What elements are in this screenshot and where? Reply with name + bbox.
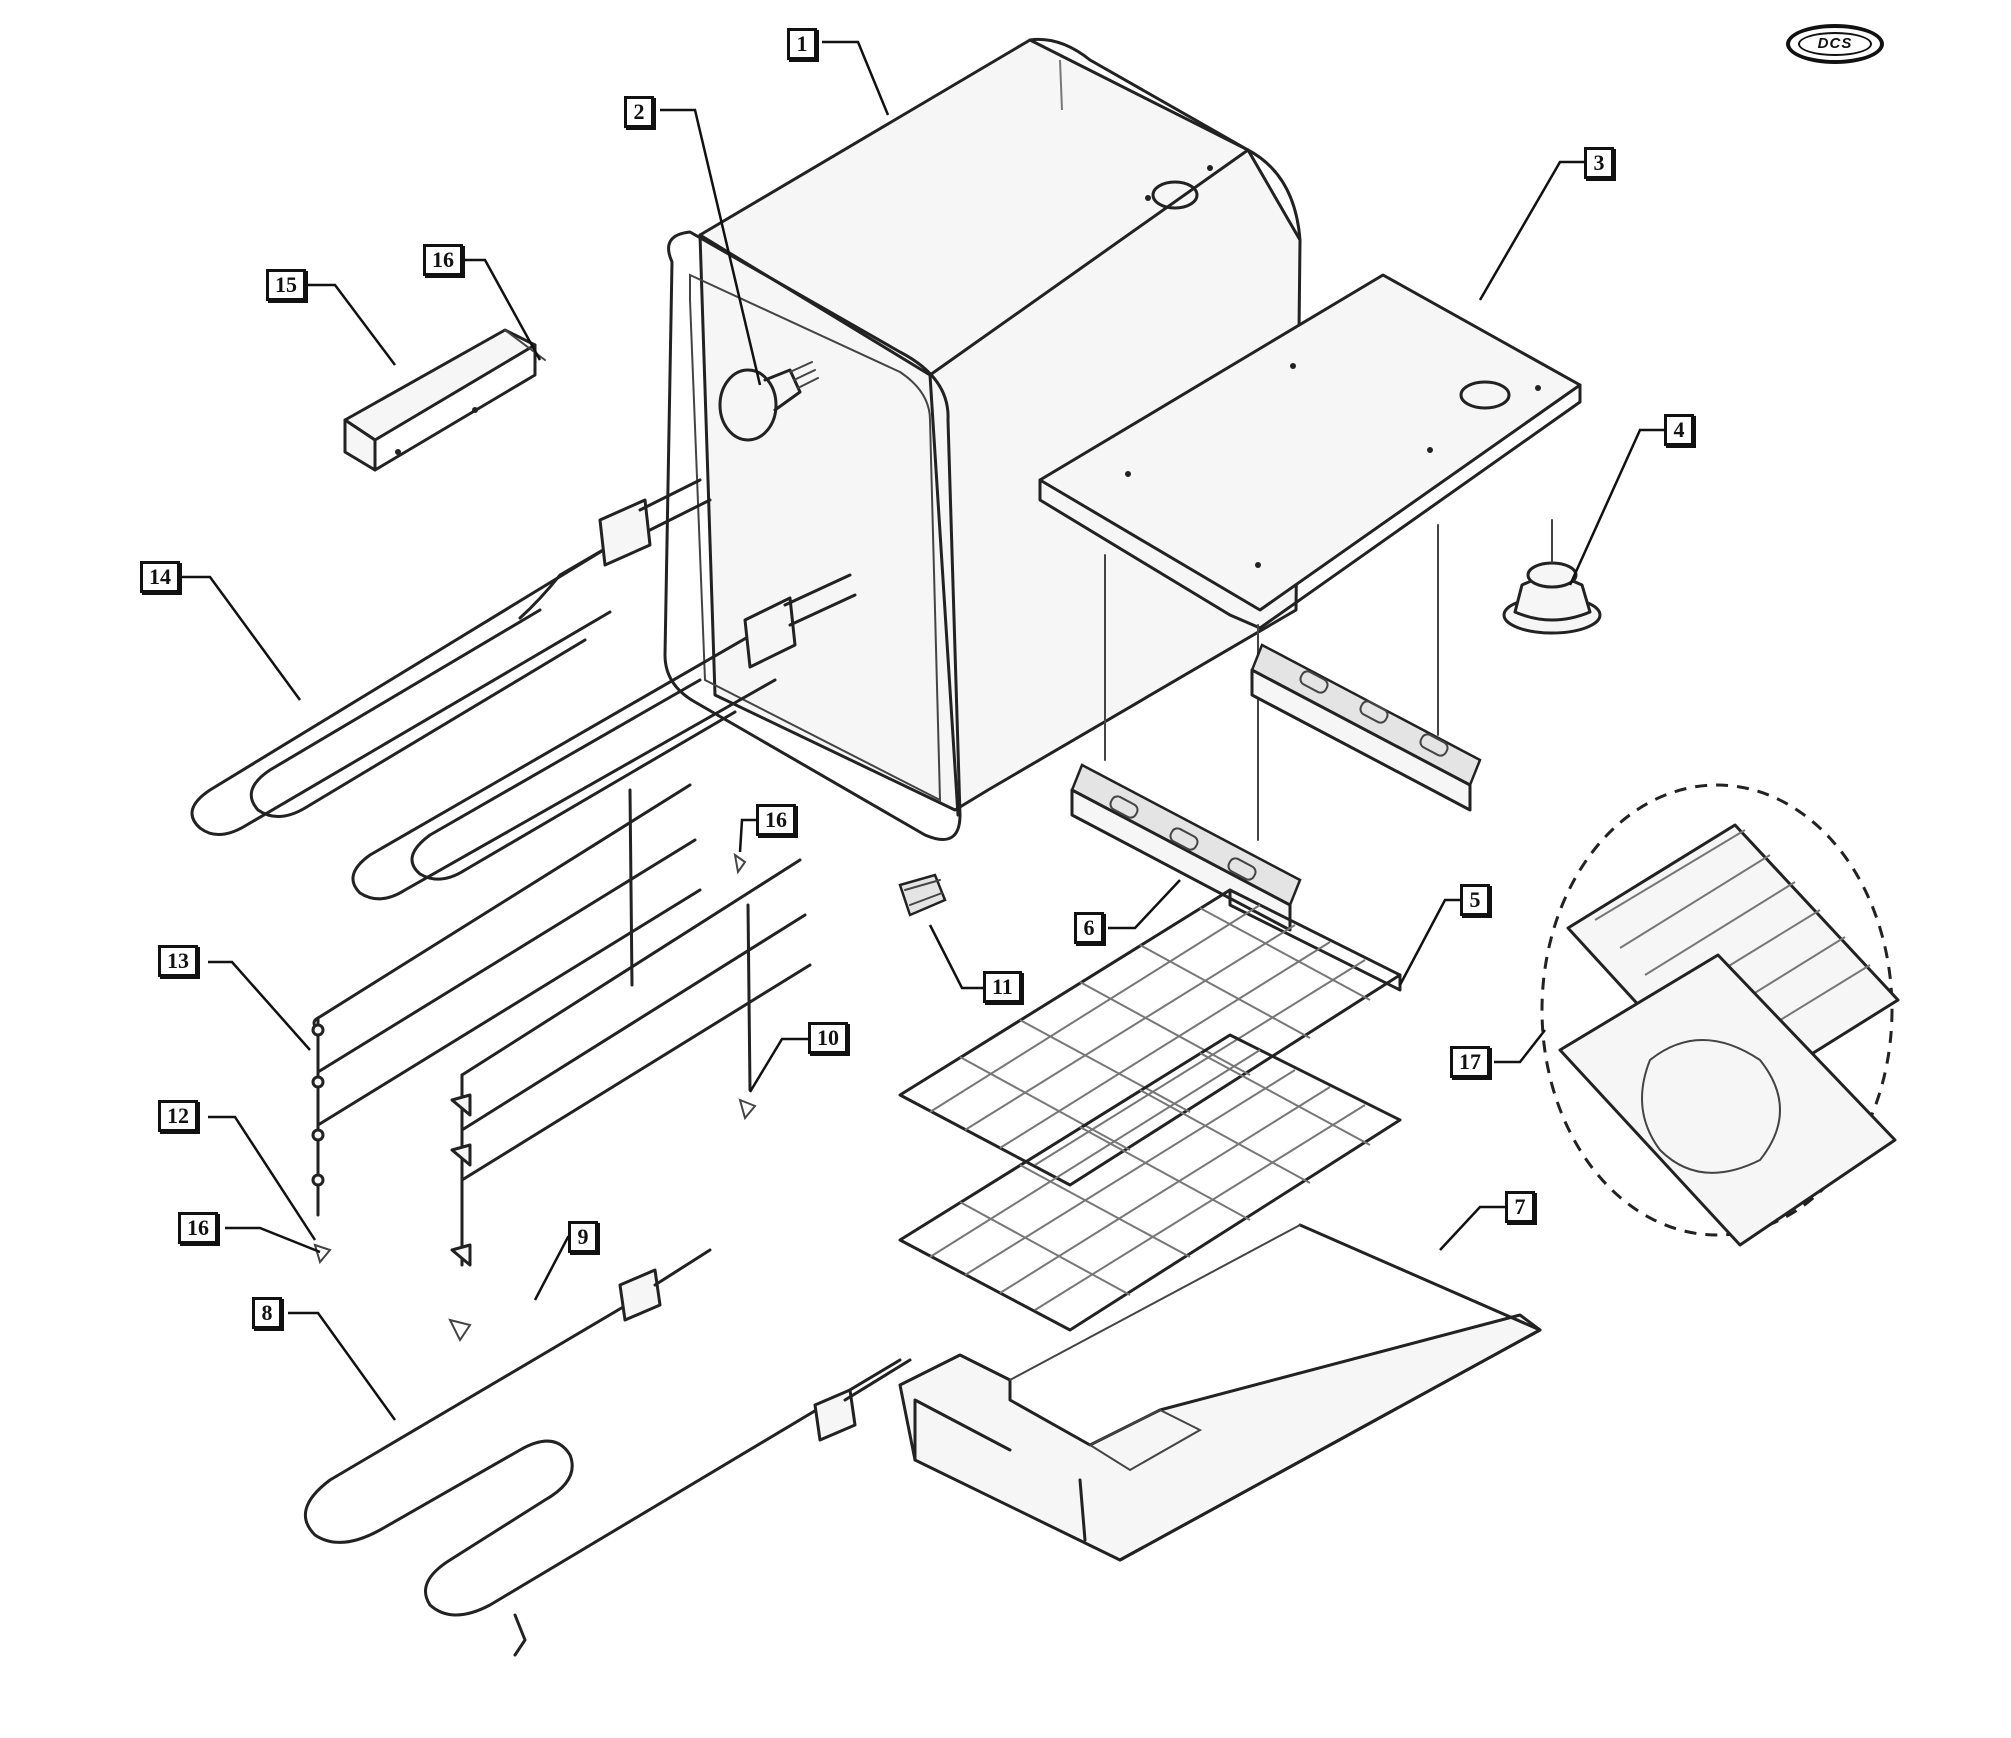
callout-1: 1: [787, 28, 817, 60]
callout-6: 6: [1074, 912, 1104, 944]
grommet-part-4: [1502, 519, 1602, 635]
oven-cavity-part-1: [663, 37, 1302, 841]
callout-16-bottom: 16: [178, 1212, 218, 1244]
callout-13: 13: [158, 945, 198, 977]
callout-14: 14: [140, 561, 180, 593]
bracket-part-6-rear: [1250, 643, 1482, 812]
dcs-logo-text: DCS: [1798, 32, 1872, 56]
callout-10: 10: [808, 1022, 848, 1054]
rack-support-part-10: [450, 858, 812, 1267]
callout-17: 17: [1450, 1046, 1490, 1078]
dcs-logo: DCS: [1786, 24, 1884, 64]
broiler-pan-part-17: [1540, 783, 1900, 1247]
callout-2: 2: [624, 96, 654, 128]
callout-5: 5: [1460, 884, 1490, 916]
callout-15: 15: [266, 269, 306, 301]
broil-element-part-8: [304, 1248, 912, 1657]
callout-7: 7: [1505, 1191, 1535, 1223]
drawer-part-7: [898, 1223, 1542, 1562]
callout-16-middle: 16: [756, 804, 796, 836]
callout-16-top: 16: [423, 244, 463, 276]
heat-shield-part-3: [1038, 273, 1582, 841]
screws: [313, 852, 757, 1342]
rail-part-15: [343, 328, 546, 472]
light-bulb-part-2: [718, 361, 819, 442]
callout-9: 9: [568, 1221, 598, 1253]
callout-3: 3: [1584, 147, 1614, 179]
rack-support-part-13: [311, 783, 702, 1217]
bake-element-part-14: [190, 478, 857, 901]
callout-4: 4: [1664, 414, 1694, 446]
callout-11: 11: [983, 971, 1022, 1003]
callout-8: 8: [252, 1297, 282, 1329]
bracket-part-6-front: [1070, 763, 1302, 932]
oven-rack-part-5: [898, 888, 1402, 1332]
leader-lines: [180, 40, 1668, 1421]
callout-12: 12: [158, 1100, 198, 1132]
clip-part-11: [898, 873, 947, 917]
